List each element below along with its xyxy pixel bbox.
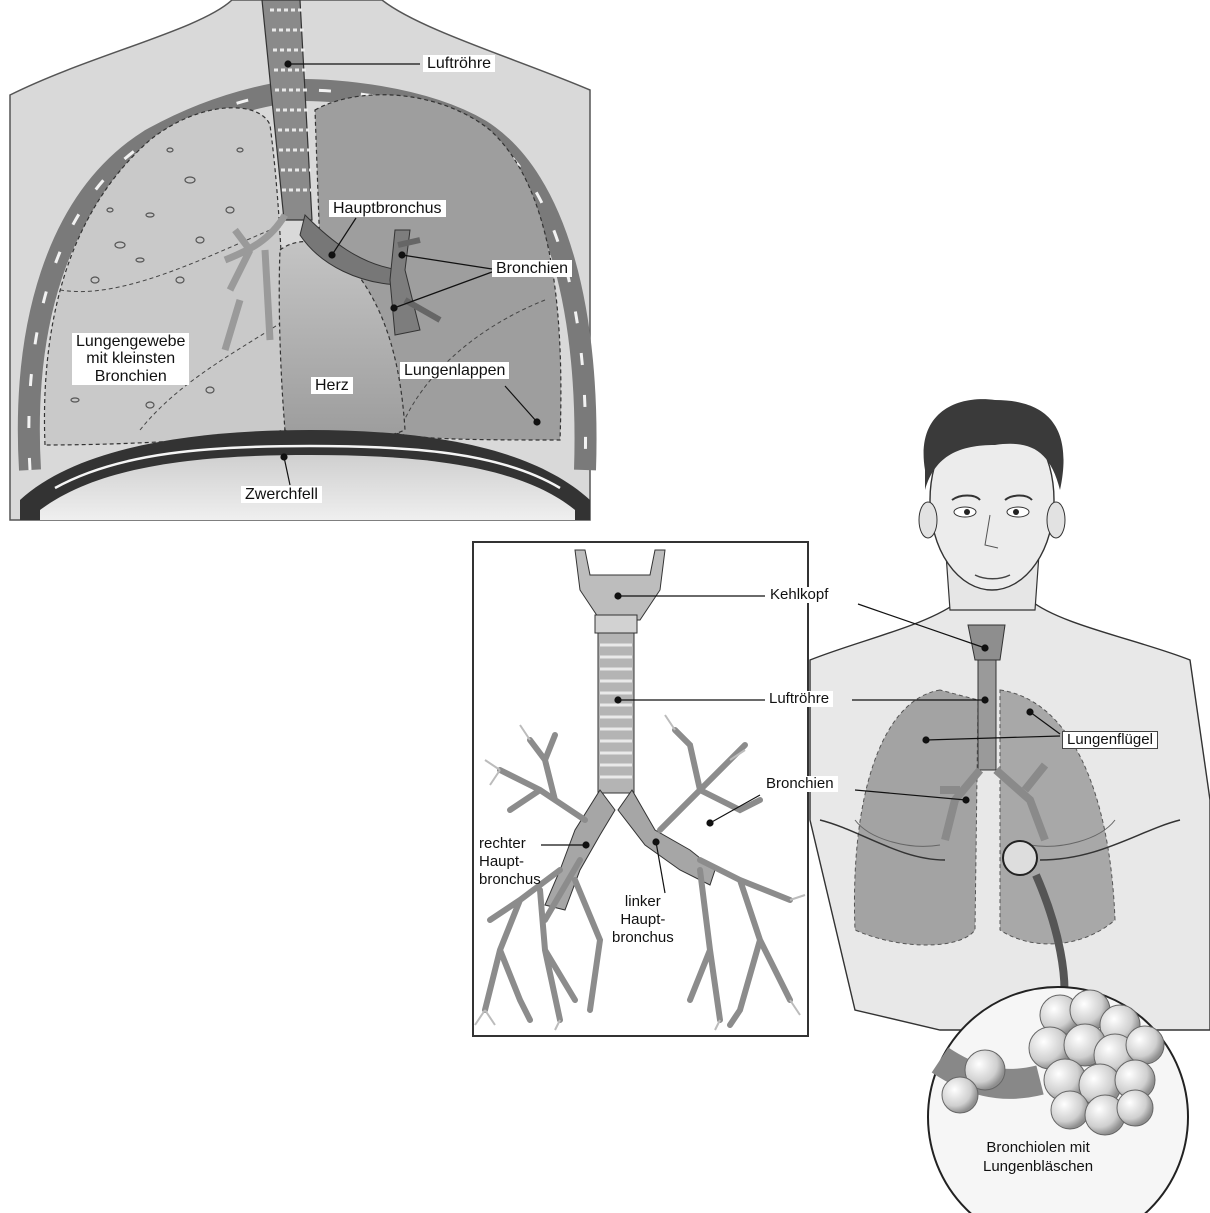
label-bronchi-airway: Bronchien <box>762 776 838 792</box>
label-main-bronchus: Hauptbronchus <box>329 200 446 217</box>
label-alveoli: Bronchiolen mit Lungenbläschen <box>983 1140 1093 1175</box>
label-lung-wings: Lungenflügel <box>1062 731 1158 749</box>
label-right-main-line3: bronchus <box>479 872 541 888</box>
label-larynx: Kehlkopf <box>766 587 832 603</box>
label-bronchi-chest: Bronchien <box>492 260 572 277</box>
label-heart: Herz <box>311 377 353 394</box>
label-lung-tissue-line1: Lungengewebe <box>76 333 185 350</box>
figure-larynx <box>968 625 1005 660</box>
label-lung-tissue-line2: mit kleinsten <box>76 350 185 367</box>
label-right-main-bronchus: rechter Haupt- bronchus <box>479 836 541 889</box>
label-trachea-chest: Luftröhre <box>423 55 495 72</box>
label-lung-tissue: Lungengewebe mit kleinsten Bronchien <box>72 333 189 385</box>
label-left-main-bronchus: linker Haupt- bronchus <box>612 894 674 947</box>
human-figure <box>810 399 1210 1213</box>
label-left-main-line2: Haupt- <box>612 912 674 928</box>
label-lung-lobes: Lungenlappen <box>400 362 509 379</box>
label-alveoli-line1: Bronchiolen mit <box>983 1140 1093 1156</box>
label-left-main-line1: linker <box>612 894 674 910</box>
label-right-main-line1: rechter <box>479 836 541 852</box>
label-alveoli-line2: Lungenbläschen <box>983 1159 1093 1175</box>
label-lung-tissue-line3: Bronchien <box>76 368 185 385</box>
magnifier-spot <box>1003 841 1037 875</box>
airway-panel <box>473 542 808 1036</box>
label-left-main-line3: bronchus <box>612 930 674 946</box>
label-trachea-airway: Luftröhre <box>765 691 833 707</box>
label-diaphragm: Zwerchfell <box>241 486 322 503</box>
figure-trachea <box>978 660 996 770</box>
label-right-main-line2: Haupt- <box>479 854 541 870</box>
